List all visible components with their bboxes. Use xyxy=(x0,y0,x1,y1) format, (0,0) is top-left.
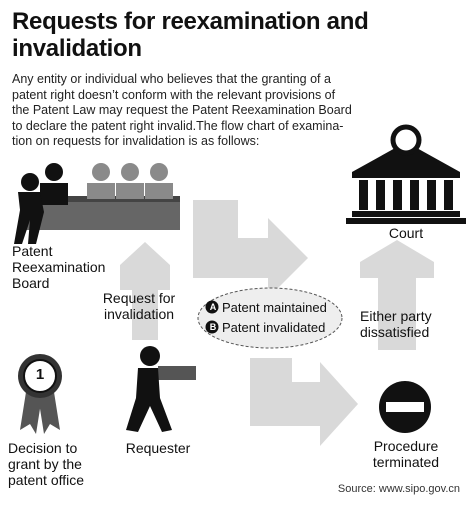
request-label: Request for invalidation xyxy=(94,290,184,322)
board-label-line: Board xyxy=(12,275,50,291)
board-icon xyxy=(14,163,180,244)
request-label-line: invalidation xyxy=(103,306,175,322)
medal-number: 1 xyxy=(35,366,45,383)
court-icon xyxy=(346,124,466,224)
decision-label-line: Decision to xyxy=(8,440,78,456)
arrow-dissatisfied-up xyxy=(360,240,434,350)
decision-label: Decision to grant by the patent office xyxy=(8,440,84,488)
outcome-maintained: Patent maintained xyxy=(222,300,327,315)
terminated-label: Procedure terminated xyxy=(366,438,446,470)
marker-circle-a xyxy=(205,300,219,314)
intro-paragraph: Any entity or individual who believes th… xyxy=(12,72,464,150)
marker-b: B xyxy=(209,322,217,332)
medal-icon xyxy=(18,354,62,434)
outcome-ellipse xyxy=(197,287,343,349)
requester-label: Requester xyxy=(125,440,191,456)
no-entry-icon xyxy=(379,381,431,433)
page-title: Requests for reexamination and invalidat… xyxy=(12,8,462,62)
arrow-board-to-outcome xyxy=(193,200,308,298)
marker-circle-b xyxy=(205,320,219,334)
marker-a: A xyxy=(209,302,217,312)
decision-label-line: grant by the xyxy=(8,456,82,472)
board-label-line: Patent xyxy=(12,243,53,259)
intro-line: tion on requests for invalidation is as … xyxy=(12,134,260,148)
requester-icon xyxy=(126,346,196,432)
terminated-label-line: terminated xyxy=(372,454,440,470)
intro-line: patent right doesn’t conform with the re… xyxy=(12,87,336,102)
dissatisfied-label: Either party dissatisfied xyxy=(360,308,432,340)
request-label-line: Request for xyxy=(102,290,176,306)
arrow-to-terminated xyxy=(250,358,358,446)
decision-label-line: patent office xyxy=(8,472,85,488)
court-label: Court xyxy=(388,225,424,241)
title-line: invalidation xyxy=(12,35,142,62)
intro-line: Any entity or individual who believes th… xyxy=(12,72,331,86)
board-label: Patent Reexamination Board xyxy=(12,243,105,291)
dissatisfied-label-line: Either party xyxy=(360,308,432,324)
arrow-request-up xyxy=(120,242,170,340)
board-label-line: Reexamination xyxy=(12,259,106,275)
terminated-label-line: Procedure xyxy=(373,438,439,454)
outcome-invalidated: Patent invalidated xyxy=(222,320,326,335)
source-credit: Source: www.sipo.gov.cn xyxy=(337,483,460,495)
intro-line: the Patent Law may request the Patent Re… xyxy=(12,103,352,117)
intro-line: to declare the patent right invalid.The … xyxy=(12,118,344,133)
dissatisfied-label-line: dissatisfied xyxy=(360,324,430,340)
title-line: Requests for reexamination and xyxy=(12,8,369,35)
